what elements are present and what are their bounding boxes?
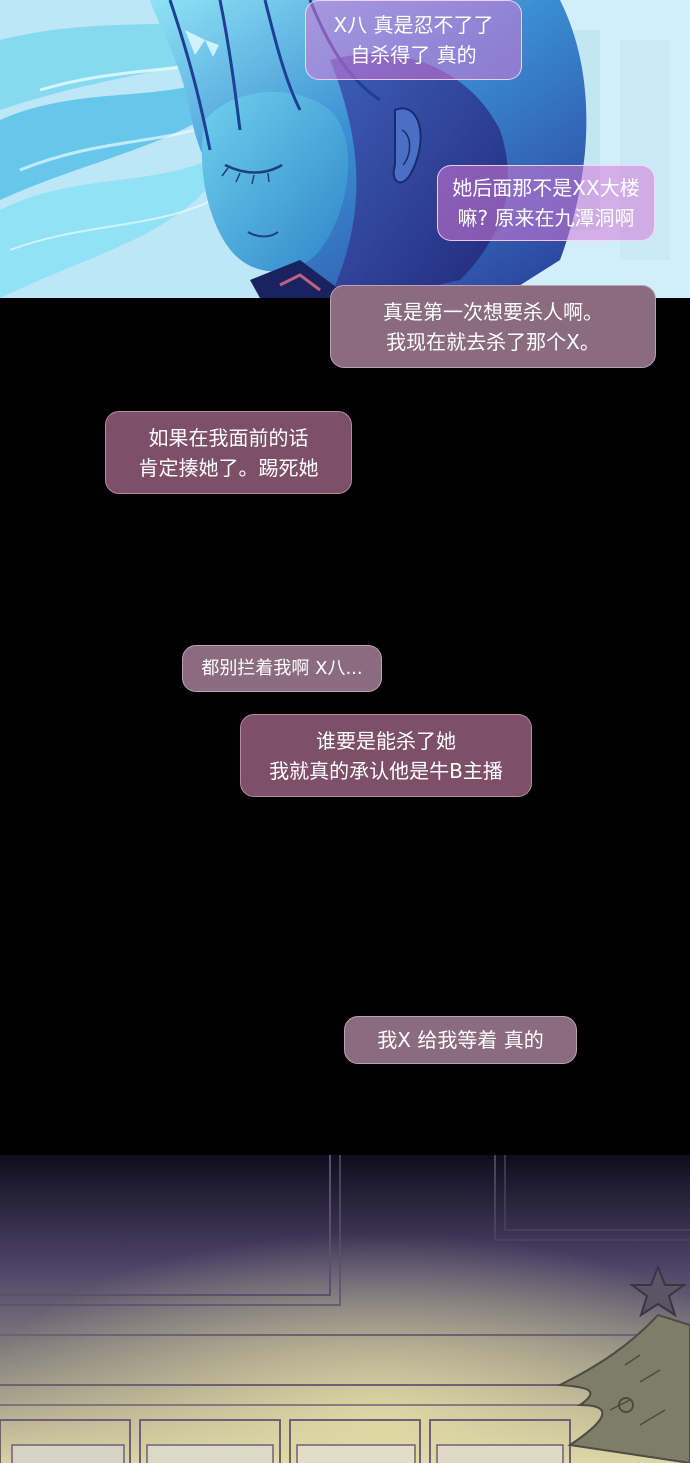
speech-bubble-1: X八 真是忍不了了 自杀得了 真的 [305,0,522,80]
bubble-7-line-1: 我X 给我等着 真的 [377,1028,544,1052]
bubble-4-line-1: 如果在我面前的话 [148,425,309,450]
speech-bubble-2: 她后面那不是XX大楼 嘛? 原来在九潭洞啊 [437,165,655,241]
bubble-5-line-1: 都别拦着我啊 X八... [201,657,363,679]
bubble-1-line-2: 自杀得了 真的 [350,43,477,67]
speech-bubble-6: 谁要是能杀了她 我就真的承认他是牛B主播 [240,714,532,797]
bubble-4-line-2: 肯定揍她了。踢死她 [138,455,319,480]
bubble-6-line-2: 我就真的承认他是牛B主播 [269,758,503,783]
bubble-1-line-1: X八 真是忍不了了 [333,13,494,37]
bubble-2-line-1: 她后面那不是XX大楼 [452,176,640,200]
bubble-3-line-2: 我现在就去杀了那个X。 [386,329,600,354]
bubble-6-line-1: 谁要是能杀了她 [316,728,456,753]
bubble-2-line-2: 嘛? 原来在九潭洞啊 [457,206,635,230]
bottom-illustration-panel [0,1155,690,1463]
speech-bubble-7: 我X 给我等着 真的 [344,1016,577,1064]
speech-bubble-5: 都别拦着我啊 X八... [182,645,382,692]
speech-bubble-4: 如果在我面前的话 肯定揍她了。踢死她 [105,411,352,494]
room-illustration [0,1155,690,1463]
bubble-3-line-1: 真是第一次想要杀人啊。 [383,299,603,324]
speech-bubble-3: 真是第一次想要杀人啊。 我现在就去杀了那个X。 [330,285,656,368]
